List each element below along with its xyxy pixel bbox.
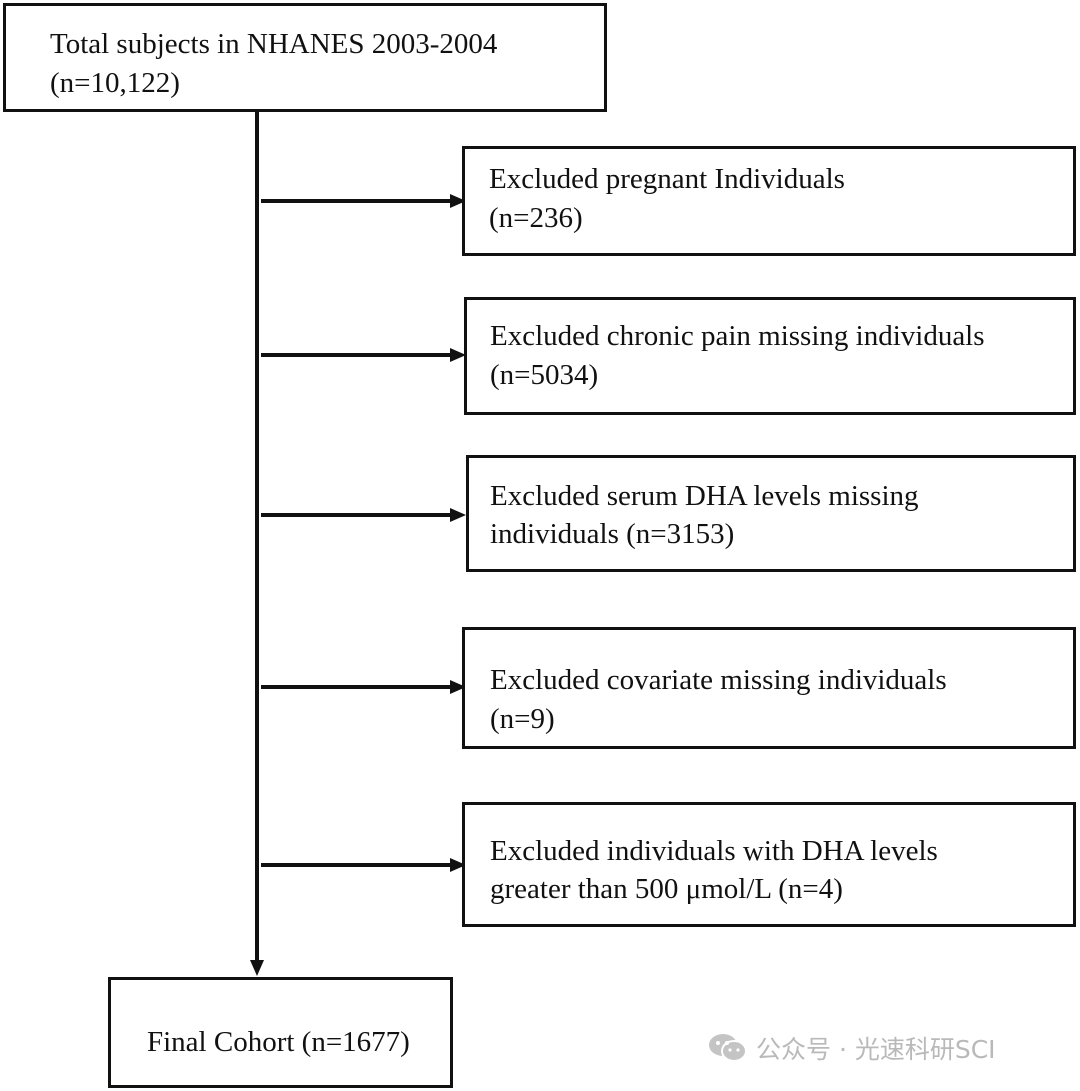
watermark-text: 公众号 · 光速科研SCI [756,1035,996,1064]
exclusion-label-3: Excluded serum DHA levels missing [490,480,919,512]
wechat-icon [709,1034,747,1062]
final-cohort-arrowhead [250,960,264,976]
exclusion-arrowhead-2 [450,348,466,362]
main-vertical-connector [255,112,259,961]
exclusion-box-serum-dha [466,455,1076,572]
exclusion-count-1: (n=236) [489,202,583,234]
exclusion-count-2: (n=5034) [490,359,599,391]
final-cohort-label: Final Cohort (n=1677) [147,1026,410,1058]
total-subjects-count: (n=10,122) [50,67,180,99]
final-cohort-box [108,977,453,1088]
exclusion-count-4: (n=9) [490,703,555,735]
exclusion-box-chronic-pain [464,297,1076,415]
exclusion-arrow-line-4 [261,685,451,689]
exclusion-box-pregnant [462,146,1076,256]
exclusion-label-2: Excluded chronic pain missing individual… [490,320,985,352]
exclusion-box-dha-high [462,802,1076,927]
exclusion-label-5: Excluded individuals with DHA levels [490,835,938,867]
watermark: 公众号 · 光速科研SCI [708,1030,996,1066]
exclusion-label-4: Excluded covariate missing individuals [490,664,947,696]
exclusion-arrow-line-1 [261,199,451,203]
exclusion-arrow-line-5 [261,863,451,867]
exclusion-count-5: greater than 500 μmol/L (n=4) [490,873,843,905]
exclusion-count-3: individuals (n=3153) [490,518,735,550]
total-subjects-box [3,3,607,112]
exclusion-label-1: Excluded pregnant Individuals [489,163,845,195]
exclusion-arrow-line-3 [261,513,451,517]
exclusion-arrow-line-2 [261,353,451,357]
exclusion-arrowhead-3 [450,508,466,522]
exclusion-box-covariate [462,627,1076,749]
total-subjects-label: Total subjects in NHANES 2003-2004 [50,28,498,60]
